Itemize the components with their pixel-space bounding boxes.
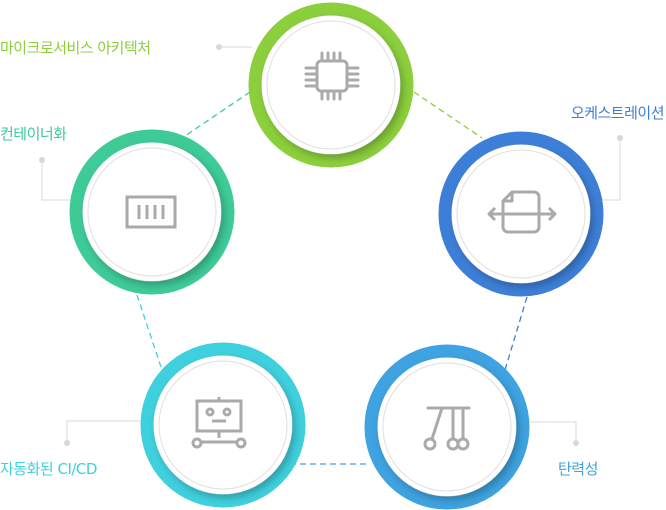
newtons-cradle-icon: [423, 406, 471, 451]
cpu-chip-icon: [304, 51, 360, 101]
document-arrows-icon: [487, 190, 557, 234]
node-containerization: [69, 129, 235, 295]
label-orchestration: 오케스트레이션: [570, 104, 665, 122]
label-cicd: 자동화된 CI/CD: [0, 460, 97, 478]
label-microservices: 마이크로서비스 아키텍처: [0, 39, 151, 57]
node-orchestration: [438, 131, 604, 297]
node-microservices: [248, 2, 414, 168]
robot-icon: [191, 397, 247, 449]
node-cicd: [140, 342, 306, 508]
leader-dots: [39, 44, 623, 446]
label-resilience: 탄력성: [558, 460, 598, 478]
leader-lines: [41, 46, 621, 443]
label-containerization: 컨테이너화: [0, 125, 67, 143]
node-resilience: [364, 344, 530, 510]
container-icon: [125, 195, 177, 229]
dashed-connectors: [136, 91, 528, 465]
